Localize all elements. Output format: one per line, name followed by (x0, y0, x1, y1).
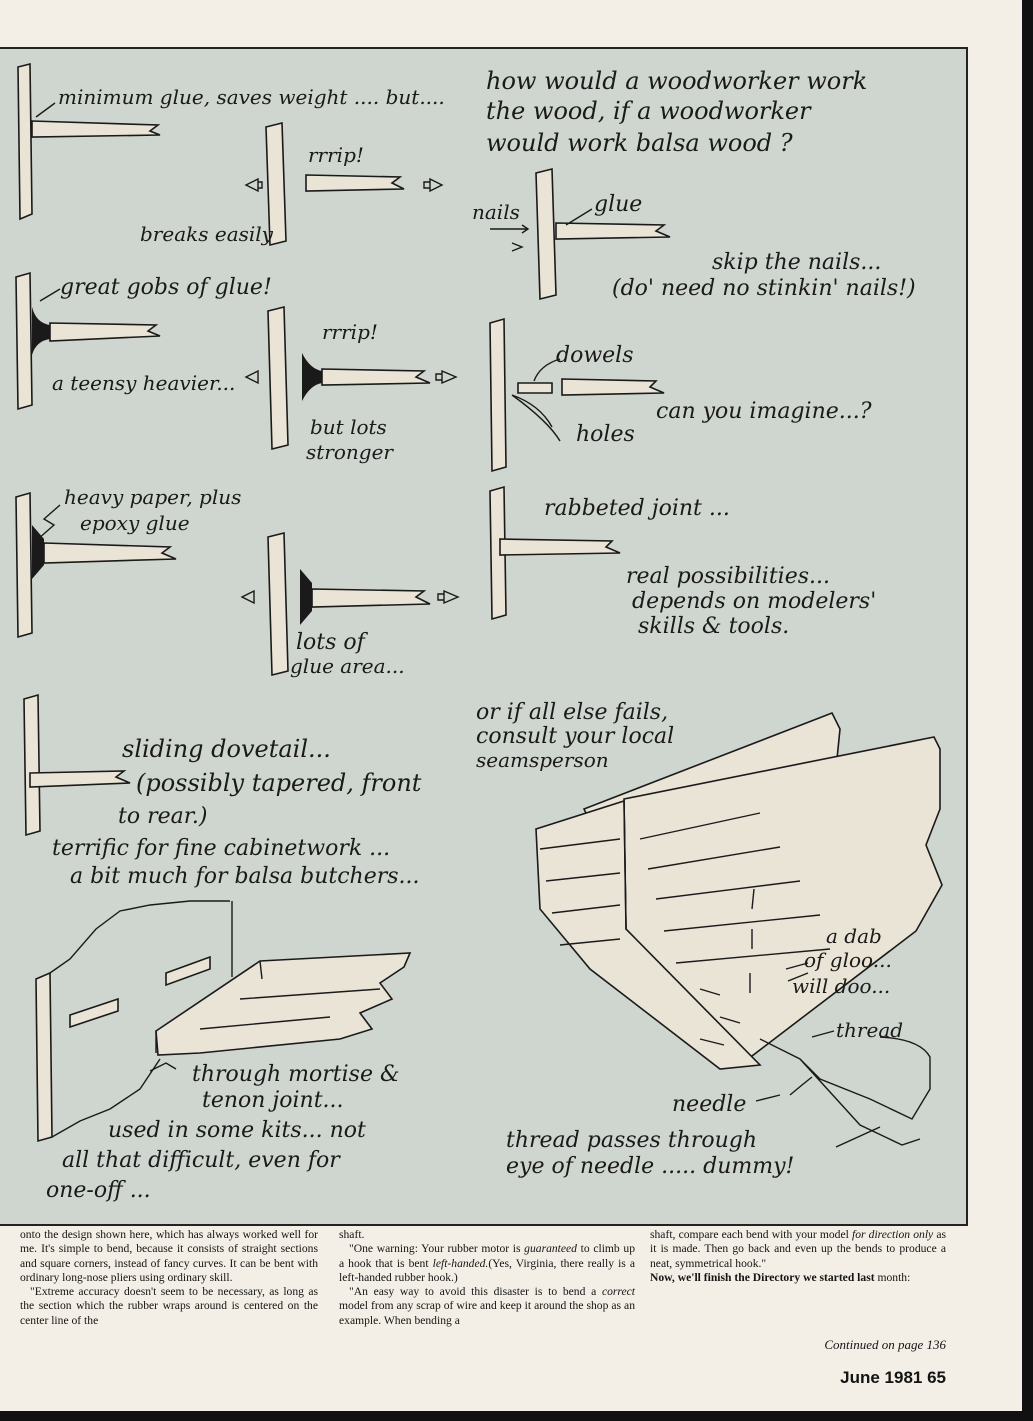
label-dab-3: will doo... (792, 974, 890, 998)
label-teensy: a teensy heavier... (52, 371, 235, 395)
article-column-3: shaft, compare each bend with your model… (650, 1228, 946, 1285)
label-dab-1: a dab (826, 924, 882, 948)
col3-paragraph-2: Now, we'll finish the Directory we start… (650, 1270, 911, 1284)
label-stronger: stronger (306, 440, 394, 464)
drawing-sewn-joint (535, 711, 943, 1148)
label-real-2: depends on modelers' (632, 589, 876, 614)
label-passes-2: eye of needle ..... dummy! (506, 1154, 794, 1179)
label-wood-3: would work balsa wood ? (486, 129, 793, 157)
col1-paragraph-2: "Extreme accuracy doesn't seem to be nec… (20, 1285, 318, 1327)
label-lots-of: lots of (296, 630, 369, 655)
label-wood-1: how would a woodworker work (486, 67, 867, 95)
label-heavy-1: heavy paper, plus (64, 485, 241, 509)
drawing-glue-area (240, 531, 460, 677)
article-column-1: onto the design shown here, which has al… (20, 1228, 318, 1328)
page-folio: June 1981 65 (840, 1368, 946, 1387)
drawing-rabbeted (489, 485, 621, 621)
label-dowels: dowels (556, 343, 634, 368)
drawing-heavy-paper (15, 491, 177, 639)
col1-paragraph-1: onto the design shown here, which has al… (20, 1228, 318, 1284)
label-rabbeted: rabbeted joint ... (544, 496, 730, 521)
label-rrrip-1: rrrip! (308, 143, 364, 167)
drawing-mortise-tenon (35, 900, 412, 1143)
label-wood-2: the wood, if a woodworker (486, 97, 812, 125)
label-real-1: real possibilities... (626, 564, 830, 589)
col2-paragraph-3: "An easy way to avoid this disaster is t… (339, 1285, 635, 1327)
label-terrific-2: a bit much for balsa butchers... (70, 864, 420, 889)
label-holes: holes (576, 422, 635, 447)
label-great-gobs: great gobs of glue! (60, 275, 272, 300)
label-fails-1: or if all else fails, (476, 700, 668, 725)
label-passes-1: thread passes through (506, 1128, 757, 1153)
col3-paragraph-1: shaft, compare each bend with your model… (650, 1228, 947, 1270)
col2-paragraph-1: shaft. (339, 1228, 365, 1241)
label-terrific-1: terrific for fine cabinetwork ... (52, 836, 390, 861)
label-glue-area: glue area... (290, 654, 405, 678)
drawing-breaks-easily (244, 121, 444, 247)
article-column-2: shaft. "One warning: Your rubber motor i… (339, 1228, 635, 1328)
drawing-great-gobs (15, 271, 161, 411)
joint-illustration: minimum glue, saves weight .... but.... … (15, 62, 943, 1203)
label-but-lots: but lots (310, 415, 387, 439)
drawing-dovetail (23, 693, 131, 837)
label-skip-2: (do' need no stinkin' nails!) (612, 276, 916, 301)
illustration-panel: minimum glue, saves weight .... but.... … (0, 47, 968, 1226)
label-rrrip-2: rrrip! (322, 320, 378, 344)
label-heavy-2: epoxy glue (80, 511, 190, 535)
label-used-2: all that difficult, even for (62, 1148, 341, 1173)
continued-note: Continued on page 136 (824, 1337, 946, 1352)
label-fails-2: consult your local (476, 724, 674, 749)
drawing-minimum-glue (17, 62, 161, 221)
drawing-dowels (489, 317, 665, 473)
label-breaks-easily: breaks easily (140, 222, 274, 246)
label-real-3: skills & tools. (638, 614, 789, 639)
label-mortise-1: through mortise & (192, 1062, 400, 1087)
label-thread: thread (836, 1018, 903, 1042)
label-used-3: one-off ... (46, 1178, 151, 1203)
drawing-lots-stronger (244, 305, 458, 451)
label-needle: needle (672, 1092, 746, 1117)
label-fails-3: seamsperson (476, 748, 609, 772)
label-skip-1: skip the nails... (712, 250, 881, 275)
label-imagine: can you imagine...? (656, 399, 872, 424)
label-dab-2: of gloo... (804, 948, 892, 972)
label-glue: glue (594, 192, 642, 217)
label-nails: nails (472, 200, 520, 224)
label-dove-1: sliding dovetail... (122, 735, 331, 763)
label-mortise-2: tenon joint... (202, 1088, 344, 1113)
label-used-1: used in some kits... not (108, 1118, 366, 1143)
col2-paragraph-2: "One warning: Your rubber motor is guara… (339, 1242, 635, 1284)
label-dove-2: (possibly tapered, front (136, 769, 422, 797)
label-min-glue: minimum glue, saves weight .... but.... (58, 85, 445, 109)
drawing-nails-glue (490, 167, 671, 301)
label-dove-3: to rear.) (118, 804, 207, 829)
